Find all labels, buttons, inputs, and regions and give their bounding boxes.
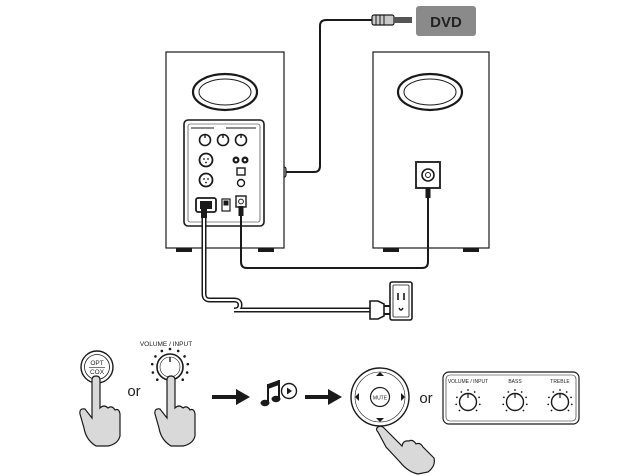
scale-dot bbox=[478, 403, 481, 406]
dvd-label: DVD bbox=[430, 14, 462, 31]
scale-dot bbox=[507, 391, 510, 393]
scale-dot bbox=[150, 362, 154, 366]
scale-dot bbox=[155, 378, 159, 382]
scale-dot bbox=[503, 396, 505, 399]
panel-volume-input-label: VOLUME / INPUT bbox=[448, 379, 488, 385]
right-speaker-cabinet bbox=[372, 51, 490, 249]
rear-panel bbox=[183, 119, 265, 227]
scale-dot bbox=[520, 391, 523, 393]
knob-icon bbox=[550, 392, 570, 412]
scale-dot bbox=[181, 378, 185, 382]
scale-dot bbox=[525, 403, 528, 406]
hand-press-icon bbox=[375, 425, 435, 475]
power-outlet-icon bbox=[389, 281, 413, 321]
scale-dot bbox=[185, 371, 189, 374]
optical-cable bbox=[286, 19, 372, 173]
dvd-plug-icon bbox=[371, 14, 412, 26]
or-text-1: or bbox=[127, 383, 140, 400]
scale-dot bbox=[559, 389, 561, 391]
xlr-input-icon bbox=[198, 172, 214, 188]
control-panel: VOLUME / INPUT BASS TREBLE bbox=[442, 371, 580, 425]
knob-icon bbox=[505, 392, 525, 412]
dvd-box bbox=[416, 6, 476, 36]
scale-dot bbox=[458, 409, 461, 412]
scale-dot bbox=[151, 371, 155, 374]
panel-scale-ticks bbox=[455, 389, 573, 412]
power-plug-icon bbox=[369, 300, 391, 320]
volume-scale-ticks bbox=[150, 347, 190, 382]
scale-dot bbox=[547, 403, 550, 406]
power-cable bbox=[201, 208, 372, 313]
scale-dot bbox=[154, 355, 157, 358]
arrow-right-icon bbox=[212, 389, 250, 405]
scale-dot bbox=[548, 396, 550, 399]
panel-bass-label: BASS bbox=[508, 379, 522, 385]
left-speaker-port bbox=[191, 72, 259, 112]
scale-dot bbox=[475, 409, 478, 412]
scale-dot bbox=[460, 391, 463, 393]
scale-dot bbox=[552, 391, 555, 393]
scale-dot bbox=[160, 349, 164, 353]
mute-label: MUTE bbox=[373, 396, 388, 402]
mute-button bbox=[369, 386, 391, 408]
scale-dot bbox=[514, 389, 516, 391]
scale-dot bbox=[467, 389, 469, 391]
right-speaker-port bbox=[396, 72, 464, 112]
scale-dot bbox=[455, 403, 458, 406]
scale-dot bbox=[570, 396, 572, 399]
scale-dot bbox=[505, 409, 508, 412]
scale-dot bbox=[473, 391, 476, 393]
arrow-right-icon bbox=[305, 389, 342, 405]
xlr-input-icon bbox=[198, 152, 214, 168]
scale-dot bbox=[183, 355, 186, 358]
volume-input-label: VOLUME / INPUT bbox=[140, 341, 192, 348]
hand-press-icon bbox=[154, 375, 196, 447]
or-text-2: or bbox=[419, 390, 432, 407]
music-play-icon bbox=[260, 380, 298, 407]
hand-press-icon bbox=[79, 375, 121, 447]
scale-dot bbox=[567, 409, 570, 412]
opt-cox-button: OPT COX bbox=[80, 350, 114, 384]
optical-jack-icon bbox=[236, 167, 246, 176]
coax-jack-icon bbox=[236, 178, 246, 188]
remote-dpad-icon: MUTE bbox=[350, 367, 410, 427]
cox-label: COX bbox=[90, 369, 105, 376]
left-speaker bbox=[165, 51, 285, 252]
speaker-terminal-icon bbox=[415, 161, 441, 189]
scale-dot bbox=[168, 347, 172, 351]
scale-dot bbox=[478, 396, 480, 399]
scale-dot bbox=[570, 403, 573, 406]
speaker-link-cable bbox=[240, 196, 429, 269]
scale-dot bbox=[456, 396, 458, 399]
dvd-source: DVD bbox=[416, 6, 476, 36]
opt-label: OPT bbox=[90, 360, 103, 367]
scale-dot bbox=[186, 362, 190, 366]
knob-icon bbox=[458, 392, 478, 412]
panel-treble-label: TREBLE bbox=[550, 379, 570, 385]
scale-dot bbox=[550, 409, 553, 412]
scale-dot bbox=[565, 391, 568, 393]
scale-dot bbox=[502, 403, 505, 406]
right-speaker bbox=[372, 51, 490, 252]
scale-dot bbox=[525, 396, 527, 399]
scale-dot bbox=[522, 409, 525, 412]
scale-dot bbox=[176, 349, 180, 353]
